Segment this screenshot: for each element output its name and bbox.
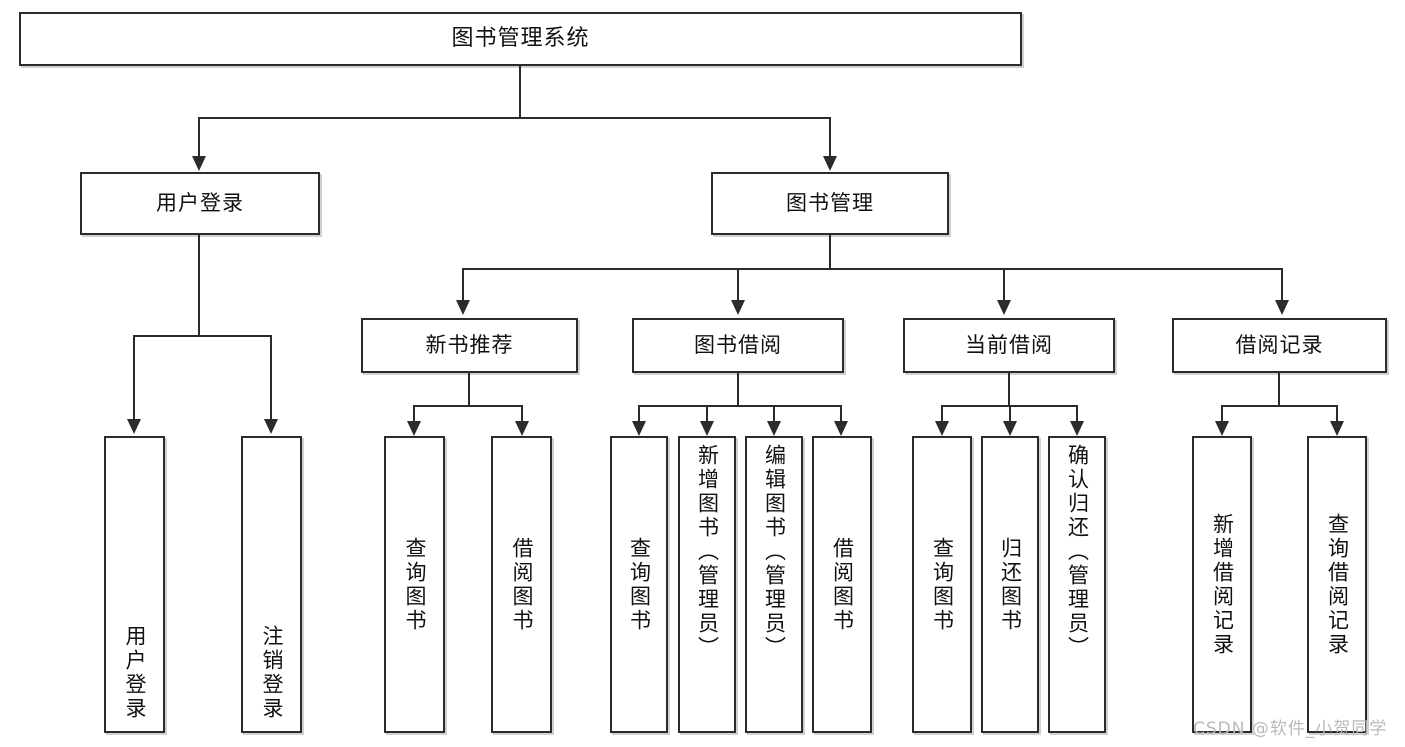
arrowhead-book-borrow-leaf-2: [700, 421, 714, 436]
arrowhead-root-to-book-manage: [823, 156, 837, 171]
arrowhead-book-borrow-leaf-3: [767, 421, 781, 436]
connector-book-manage-to-borrow-record: [1281, 268, 1283, 301]
connector-book-manage-to-current-borrow: [1003, 268, 1005, 301]
connector-book-borrow-leaf-2: [706, 405, 708, 422]
arrowhead-root-to-user-login: [192, 156, 206, 171]
arrowhead-current-borrow-leaf-2: [1003, 421, 1017, 436]
leaf-book-borrow-edit-book-admin[interactable]: 编辑图书（管理员）: [745, 436, 803, 733]
node-label: 新增借阅记录: [1210, 512, 1235, 657]
connector-user-login-stem: [198, 235, 200, 336]
node-book-borrow[interactable]: 图书借阅: [632, 318, 844, 373]
node-label: 查询图书: [627, 536, 652, 633]
connector-new-book-leaf-2: [521, 405, 523, 422]
leaf-borrow-record-query-record[interactable]: 查询借阅记录: [1307, 436, 1367, 733]
connector-current-borrow-leaf-3: [1076, 405, 1078, 422]
node-label: 查询图书: [930, 536, 955, 633]
connector-book-manage-bus: [462, 268, 1282, 270]
arrowhead-user-login-leaf-1: [127, 419, 141, 434]
connector-book-manage-stem: [829, 235, 831, 269]
arrowhead-book-borrow-leaf-1: [632, 421, 646, 436]
leaf-new-book-query-book[interactable]: 查询图书: [384, 436, 445, 733]
node-label: 注销登录: [260, 625, 284, 721]
arrowhead-new-book-leaf-1: [407, 421, 421, 436]
leaf-current-borrow-query-book[interactable]: 查询图书: [912, 436, 972, 733]
leaf-user-login-login[interactable]: 用户登录: [104, 436, 165, 733]
node-label: 借阅记录: [1235, 333, 1324, 358]
node-user-login[interactable]: 用户登录: [80, 172, 320, 235]
connector-new-book-leaf-1: [413, 405, 415, 422]
node-label: 归还图书: [998, 536, 1023, 633]
connector-root-to-user-login: [198, 117, 200, 157]
connector-root-to-book-manage: [829, 117, 831, 157]
node-label: 借阅图书: [830, 536, 855, 633]
arrowhead-borrow-record-leaf-2: [1330, 421, 1344, 436]
leaf-book-borrow-add-book-admin[interactable]: 新增图书（管理员）: [678, 436, 736, 733]
connector-book-borrow-bus: [638, 405, 842, 407]
connector-root-stem: [519, 66, 521, 118]
connector-book-borrow-leaf-3: [773, 405, 775, 422]
node-label: 新书推荐: [425, 333, 514, 358]
arrowhead-current-borrow-leaf-3: [1070, 421, 1084, 436]
arrowhead-current-borrow: [997, 300, 1011, 315]
arrowhead-current-borrow-leaf-1: [935, 421, 949, 436]
arrowhead-book-borrow: [731, 300, 745, 315]
node-book-management[interactable]: 图书管理: [711, 172, 949, 235]
connector-root-bus: [198, 117, 831, 119]
node-label: 新增图书（管理员）: [695, 444, 720, 660]
node-new-book-recommend[interactable]: 新书推荐: [361, 318, 578, 373]
node-label: 用户登录: [123, 625, 147, 721]
node-label: 编辑图书（管理员）: [762, 444, 787, 660]
connector-book-manage-to-book-borrow: [737, 268, 739, 301]
connector-book-borrow-leaf-1: [638, 405, 640, 422]
connector-book-borrow-stem: [737, 373, 739, 406]
connector-borrow-record-stem: [1278, 373, 1280, 406]
connector-new-book-stem: [468, 373, 470, 406]
node-label: 借阅图书: [510, 536, 534, 633]
node-label: 图书借阅: [694, 333, 782, 358]
connector-book-manage-to-new-book: [462, 268, 464, 301]
connector-user-login-bus: [133, 335, 272, 337]
node-label: 当前借阅: [965, 333, 1053, 358]
connector-new-book-bus: [413, 405, 523, 407]
arrowhead-borrow-record-leaf-1: [1215, 421, 1229, 436]
leaf-new-book-borrow-book[interactable]: 借阅图书: [491, 436, 552, 733]
connector-current-borrow-leaf-2: [1009, 405, 1011, 422]
connector-borrow-record-leaf-1: [1221, 405, 1223, 422]
node-label: 查询借阅记录: [1325, 512, 1350, 657]
connector-current-borrow-leaf-1: [941, 405, 943, 422]
leaf-borrow-record-add-record[interactable]: 新增借阅记录: [1192, 436, 1252, 733]
connector-borrow-record-bus: [1221, 405, 1338, 407]
node-label: 图书管理: [786, 191, 874, 216]
arrowhead-new-book: [456, 300, 470, 315]
connector-borrow-record-leaf-2: [1336, 405, 1338, 422]
leaf-book-borrow-borrow-book[interactable]: 借阅图书: [812, 436, 872, 733]
node-label: 图书管理系统: [451, 26, 590, 52]
arrowhead-book-borrow-leaf-4: [834, 421, 848, 436]
connector-user-login-to-leaf-1: [133, 335, 135, 420]
leaf-book-borrow-query-book[interactable]: 查询图书: [610, 436, 668, 733]
node-current-borrow[interactable]: 当前借阅: [903, 318, 1115, 373]
node-root-system[interactable]: 图书管理系统: [19, 12, 1022, 66]
node-label: 确认归还（管理员）: [1065, 444, 1090, 660]
arrowhead-new-book-leaf-2: [515, 421, 529, 436]
node-label: 查询图书: [403, 536, 427, 633]
connector-user-login-to-leaf-2: [270, 335, 272, 420]
node-borrow-record[interactable]: 借阅记录: [1172, 318, 1387, 373]
leaf-current-borrow-return-book[interactable]: 归还图书: [981, 436, 1039, 733]
connector-book-borrow-leaf-4: [840, 405, 842, 422]
leaf-current-borrow-confirm-return-admin[interactable]: 确认归还（管理员）: [1048, 436, 1106, 733]
leaf-user-login-logout[interactable]: 注销登录: [241, 436, 302, 733]
arrowhead-borrow-record: [1275, 300, 1289, 315]
arrowhead-user-login-leaf-2: [264, 419, 278, 434]
node-label: 用户登录: [156, 191, 244, 216]
connector-current-borrow-stem: [1008, 373, 1010, 406]
